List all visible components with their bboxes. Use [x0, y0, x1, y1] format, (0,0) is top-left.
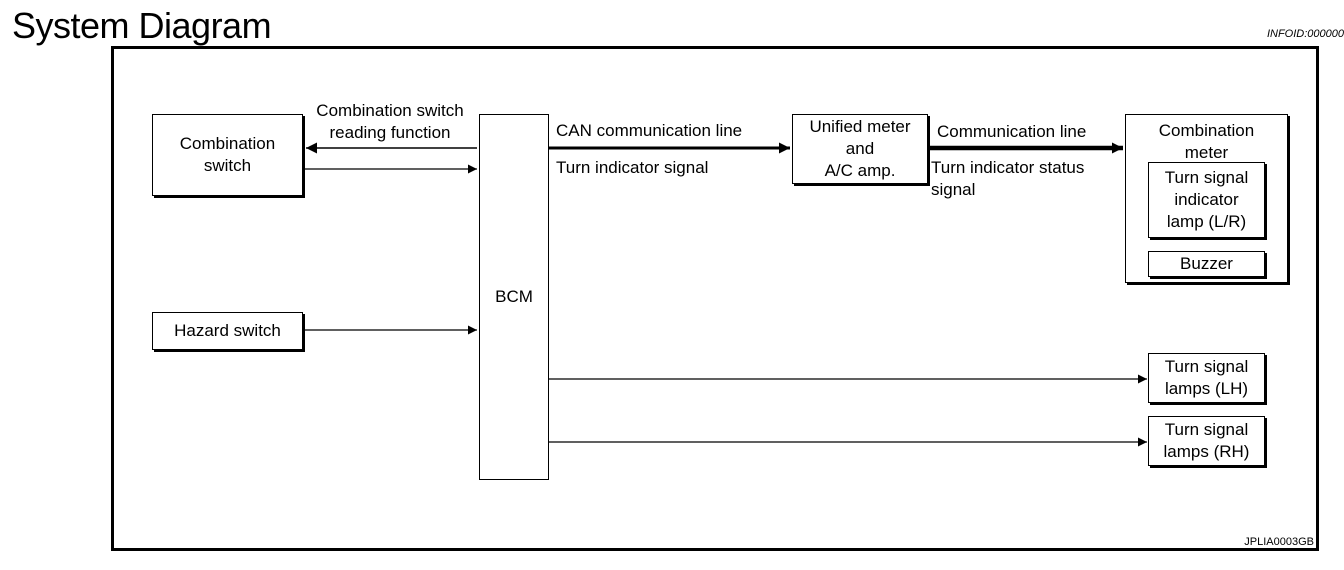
- unified-meter-box: Unified meter and A/C amp.: [792, 114, 928, 184]
- hazard-switch-box: Hazard switch: [152, 312, 303, 350]
- combination-meter-label: Combination meter: [1158, 121, 1255, 162]
- page-title: System Diagram: [12, 5, 272, 46]
- can-communication-line-label: CAN communication line: [556, 121, 743, 140]
- turn-signal-lamps-lh-box: Turn signal lamps (LH): [1148, 353, 1265, 403]
- turn-indicator-signal-label: Turn indicator signal: [556, 158, 709, 177]
- communication-line-label: Communication line: [937, 122, 1087, 141]
- turn-signal-indicator-lamp-box: Turn signal indicator lamp (L/R): [1148, 162, 1265, 238]
- info-id: INFOID:000000: [1266, 28, 1344, 40]
- combination-switch-reading-label: Combination switch reading function: [316, 101, 464, 142]
- combination-switch-box: Combination switch: [152, 114, 303, 196]
- turn-indicator-status-label: Turn indicator status signal: [931, 158, 1085, 199]
- buzzer-box: Buzzer: [1148, 251, 1265, 277]
- figure-code: JPLIA0003GB: [1244, 536, 1314, 548]
- diagram-frame: [111, 46, 1319, 551]
- bcm-box: BCM: [479, 114, 549, 480]
- turn-signal-lamps-rh-box: Turn signal lamps (RH): [1148, 416, 1265, 466]
